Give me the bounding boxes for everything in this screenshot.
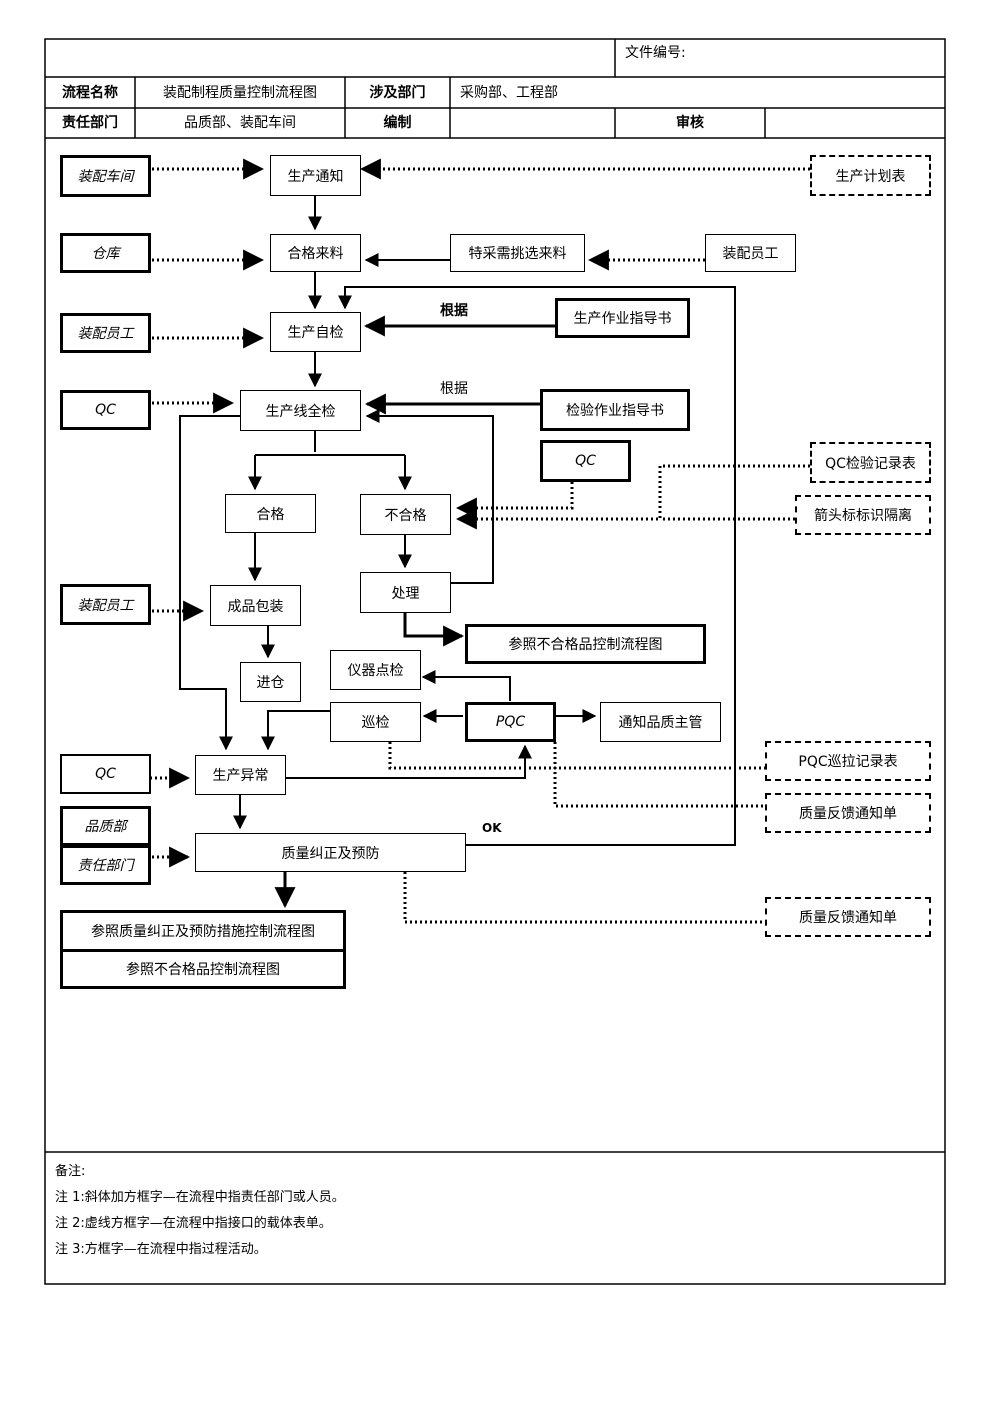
basis-label: 根据: [440, 381, 468, 397]
step-line-full-check: 生产线全检: [240, 390, 361, 431]
step-patrol: 巡检: [330, 702, 421, 742]
step-ref-nonconforming: 参照不合格品控制流程图: [465, 624, 706, 664]
step-special-picking: 特采需挑选来料: [450, 234, 585, 272]
step-quality-correction: 质量纠正及预防: [195, 833, 466, 872]
form-arrow-tag-isolation: 箭头标标识隔离: [795, 495, 931, 535]
form-quality-feedback: 质量反馈通知单: [765, 793, 931, 833]
step-packing: 成品包装: [210, 585, 301, 626]
step-instrument-check: 仪器点检: [330, 650, 421, 690]
process-name-value: 装配制程质量控制流程图: [163, 85, 317, 101]
role-qc: QC: [60, 754, 151, 794]
notes-title: 备注:: [55, 1164, 86, 1179]
role-responsible-dept: 责任部门: [60, 845, 151, 885]
involved-dept-label: 涉及部门: [369, 85, 426, 101]
doc-number-label: 文件编号:: [625, 45, 686, 61]
step-fail: 不合格: [360, 494, 451, 535]
responsible-dept-value: 品质部、装配车间: [184, 115, 296, 131]
form-qc-record: QC检验记录表: [810, 442, 931, 483]
process-name-label: 流程名称: [62, 85, 118, 101]
step-production-notice: 生产通知: [270, 155, 361, 196]
step-self-check: 生产自检: [270, 312, 361, 352]
role-assembly-workshop: 装配车间: [60, 155, 151, 197]
ok-label: OK: [482, 821, 502, 835]
note-2: 注 2:虚线方框字—在流程中指接口的载体表单。: [55, 1216, 332, 1231]
note-1: 注 1:斜体加方框字—在流程中指责任部门或人员。: [55, 1190, 345, 1205]
basis-label: 根据: [440, 303, 468, 319]
edit-label: 编制: [383, 115, 412, 131]
involved-dept-value: 采购部、工程部: [460, 85, 558, 101]
form-quality-feedback: 质量反馈通知单: [765, 897, 931, 937]
step-ref-nonconforming: 参照不合格品控制流程图: [60, 949, 346, 989]
role-quality-dept: 品质部: [60, 806, 151, 846]
note-3: 注 3:方框字—在流程中指过程活动。: [55, 1242, 267, 1257]
step-qualified-material: 合格来料: [270, 234, 361, 272]
responsible-dept-label: 责任部门: [62, 115, 118, 131]
role-qc: QC: [540, 440, 631, 482]
review-label: 审核: [676, 115, 704, 131]
step-assembly-worker-right: 装配员工: [705, 234, 796, 272]
step-handle: 处理: [360, 572, 451, 613]
role-assembly-worker: 装配员工: [60, 313, 151, 353]
role-warehouse: 仓库: [60, 233, 151, 273]
form-production-plan: 生产计划表: [810, 155, 931, 196]
step-pqc: PQC: [465, 702, 556, 742]
form-pqc-patrol-record: PQC巡拉记录表: [765, 741, 931, 781]
role-qc: QC: [60, 390, 151, 430]
step-pass: 合格: [225, 494, 316, 533]
step-warehousing: 进仓: [240, 662, 301, 702]
step-production-abnormal: 生产异常: [195, 755, 286, 795]
role-assembly-worker: 装配员工: [60, 584, 151, 625]
step-notify-supervisor: 通知品质主管: [600, 702, 721, 742]
step-ref-corrective-action: 参照质量纠正及预防措施控制流程图: [60, 910, 346, 952]
step-work-instruction: 生产作业指导书: [555, 298, 690, 338]
step-inspection-instruction: 检验作业指导书: [540, 389, 690, 431]
